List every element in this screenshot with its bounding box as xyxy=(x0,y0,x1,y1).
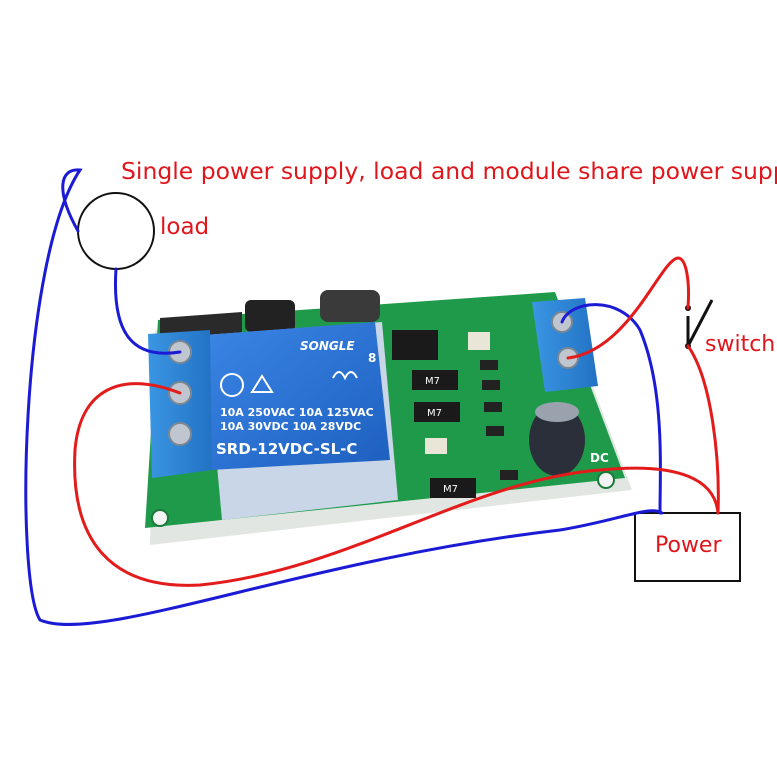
capacitor-top xyxy=(245,300,295,332)
wire-red-switch-to-terminal xyxy=(566,256,690,360)
relay-ratings-line1: 10A 250VAC 10A 125VAC xyxy=(220,406,374,419)
load-symbol xyxy=(77,192,155,270)
wire-blue-load-to-power xyxy=(24,168,664,627)
diode: M7 xyxy=(412,370,458,390)
resistor xyxy=(480,360,498,370)
relay-body xyxy=(205,322,390,470)
warning-triangle-icon xyxy=(250,374,274,393)
svg-text:M7: M7 xyxy=(443,484,458,495)
svg-text:M7: M7 xyxy=(425,376,440,387)
terminal-block-right xyxy=(532,298,598,392)
diode: M7 xyxy=(430,478,476,498)
led xyxy=(468,332,490,350)
power-box xyxy=(634,512,741,582)
resistor xyxy=(486,426,504,436)
mounting-hole xyxy=(151,509,169,527)
cqc-mark-icon xyxy=(220,373,244,397)
power-label: Power xyxy=(655,533,722,558)
terminal-screw xyxy=(168,422,192,446)
mounting-hole xyxy=(597,471,615,489)
switch-label: switch xyxy=(705,332,776,357)
relay-model-text: SRD-12VDC-SL-C xyxy=(216,440,357,458)
relay-ratings-line2: 10A 30VDC 10A 28VDC xyxy=(220,420,361,433)
diode: M7 xyxy=(414,402,460,422)
wire-red-switch-to-power xyxy=(686,344,720,515)
capacitor-top xyxy=(535,402,579,422)
electrolytic-capacitor xyxy=(529,404,585,476)
svg-text:M7: M7 xyxy=(427,408,442,419)
ul-mark-icon xyxy=(332,371,358,381)
diagram-title: Single power supply, load and module sha… xyxy=(121,157,777,185)
wire-red-relay-to-power xyxy=(73,382,720,587)
load-label: load xyxy=(160,214,210,240)
relay-brand-text: SONGLE xyxy=(300,339,355,353)
red-wires xyxy=(73,256,720,587)
relay-pin-count: 8 xyxy=(368,351,376,365)
capacitor-top xyxy=(320,290,380,322)
ic-chip xyxy=(392,330,438,360)
control-circuit: M7 M7 M7 DC xyxy=(392,330,609,498)
led xyxy=(425,438,447,454)
resistor xyxy=(482,380,500,390)
relay: SONGLE 8 10A 250VAC 10A 125VAC 10A 30VDC… xyxy=(205,322,398,520)
dc-marking: DC xyxy=(590,451,609,465)
resistor xyxy=(484,402,502,412)
resistor xyxy=(500,470,518,480)
wire-blue-load-to-relay xyxy=(113,267,182,355)
terminal-body xyxy=(532,298,598,392)
